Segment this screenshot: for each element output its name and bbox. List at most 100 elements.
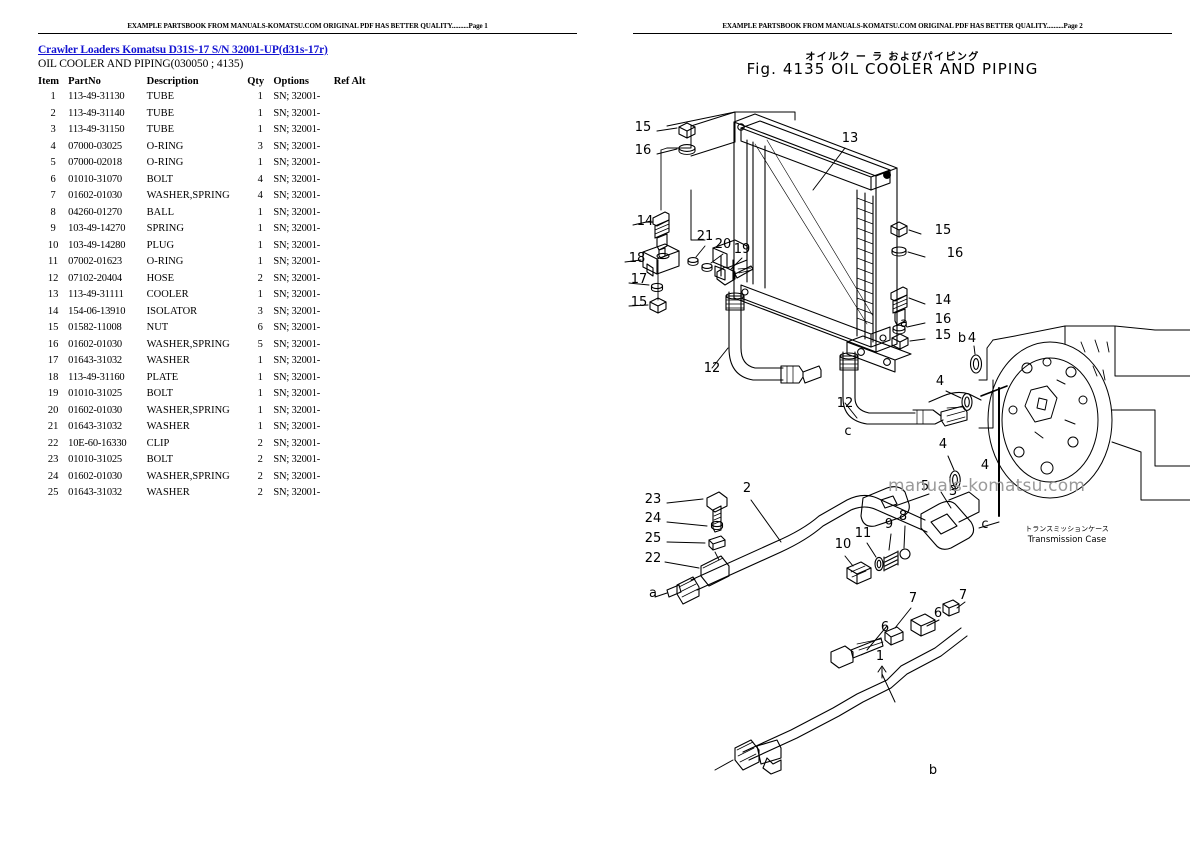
cell-refalt	[334, 238, 378, 255]
cell-description: BOLT	[146, 454, 174, 465]
cell-qty: 1	[257, 289, 263, 300]
diagram-callout: a	[649, 586, 657, 601]
cell-partno: 01602-01030	[68, 404, 122, 416]
cell-partno: 113-49-31111	[68, 289, 124, 300]
cell-description: ISOLATOR	[146, 305, 198, 317]
cell-refalt	[334, 188, 378, 205]
cell-item: 19	[47, 388, 59, 399]
cell-refalt	[334, 337, 378, 354]
cell-refalt	[334, 419, 378, 436]
diagram-callout: 13	[842, 131, 859, 146]
diagram-callout: 14	[935, 293, 952, 308]
diagram-callout: 10	[835, 537, 852, 552]
column-header-description: Description	[146, 76, 199, 87]
figure-title-english: Fig. 4135 OIL COOLER AND PIPING	[746, 60, 1039, 78]
diagram-callout: 16	[947, 246, 964, 261]
column-header-qty: Qty	[247, 76, 265, 87]
cell-partno: 01602-01030	[68, 338, 122, 350]
cell-refalt	[334, 452, 378, 469]
diagram-callout: 19	[734, 242, 751, 257]
cell-options: SN; 32001-	[273, 256, 321, 267]
cell-refalt	[334, 353, 378, 370]
cell-options: SN; 32001-	[273, 421, 321, 432]
cell-partno: 113-49-31130	[68, 91, 125, 102]
diagram-callout: 7	[959, 588, 967, 603]
cell-partno: 01643-31032	[68, 355, 122, 366]
cell-refalt	[334, 122, 378, 139]
cell-qty: 1	[257, 371, 263, 383]
cell-qty: 2	[257, 454, 263, 465]
cell-item: 15	[47, 322, 59, 333]
cell-options: SN; 32001-	[273, 272, 321, 284]
diagram-callout: 3	[949, 484, 957, 499]
document-link[interactable]: Crawler Loaders Komatsu D31S-17 S/N 3200…	[38, 44, 328, 56]
cell-item: 2	[50, 107, 56, 119]
diagram-callout: 14	[637, 214, 654, 229]
cell-partno: 154-06-13910	[68, 305, 126, 317]
cell-options: SN; 32001-	[273, 206, 321, 218]
diagram-callout: 21	[697, 229, 714, 244]
cell-options: SN; 32001-	[273, 190, 321, 201]
cell-refalt	[334, 469, 378, 486]
cell-qty: 1	[257, 223, 263, 234]
cell-partno: 07002-01623	[68, 256, 122, 267]
cell-description: WASHER,SPRING	[146, 404, 230, 416]
cell-item: 20	[47, 404, 59, 416]
cell-refalt	[334, 139, 378, 156]
cell-qty: 3	[257, 140, 263, 152]
figure-title-japanese: オイルク ー ラ およびパイピング	[805, 52, 980, 63]
cell-description: CLIP	[146, 437, 170, 449]
cell-refalt	[334, 271, 378, 288]
cell-item: 6	[50, 173, 56, 185]
right-page: EXAMPLE PARTSBOOK FROM MANUALS-KOMATSU.C…	[595, 0, 1190, 842]
cell-refalt	[334, 172, 378, 189]
cell-item: 17	[47, 355, 59, 366]
cell-options: SN; 32001-	[273, 355, 321, 366]
cell-qty: 4	[257, 173, 263, 185]
cell-partno: 01010-31070	[68, 173, 122, 185]
left-page: EXAMPLE PARTSBOOK FROM MANUALS-KOMATSU.C…	[38, 22, 577, 498]
transmission-case-label-jp: トランスミッションケース	[1025, 525, 1109, 533]
cell-description: NUT	[146, 322, 169, 333]
left-page-header-text: EXAMPLE PARTSBOOK FROM MANUALS-KOMATSU.C…	[127, 22, 488, 30]
cell-item: 11	[48, 256, 59, 267]
cell-options: SN; 32001-	[273, 124, 321, 135]
cell-partno: 01582-11008	[68, 322, 122, 333]
cell-item: 14	[47, 305, 59, 317]
cell-partno: 01010-31025	[68, 454, 122, 465]
cell-description: BOLT	[146, 388, 174, 399]
cell-partno: 103-49-14270	[68, 223, 126, 234]
cell-qty: 1	[257, 124, 263, 135]
cell-description: PLATE	[146, 371, 179, 383]
cell-description: WASHER	[146, 487, 190, 498]
left-page-header-rule	[38, 33, 577, 34]
diagram-callout: 15	[935, 328, 952, 343]
diagram-callout: 2	[743, 481, 751, 496]
diagram-callout: 11	[855, 526, 872, 541]
cell-partno: 10E-60-16330	[68, 437, 127, 449]
cell-qty: 1	[257, 404, 263, 416]
cell-options: SN; 32001-	[273, 322, 321, 333]
cell-item: 24	[47, 470, 59, 482]
cell-item: 7	[50, 190, 56, 201]
cell-item: 23	[47, 454, 59, 465]
cell-item: 21	[47, 421, 59, 432]
cell-refalt	[334, 304, 378, 321]
diagram-callout: 17	[631, 272, 648, 287]
cell-description: O-RING	[146, 140, 184, 152]
cell-options: SN; 32001-	[273, 388, 321, 399]
diagram-callout: 15	[631, 295, 648, 310]
cell-item: 1	[50, 91, 56, 102]
cell-qty: 1	[257, 355, 263, 366]
